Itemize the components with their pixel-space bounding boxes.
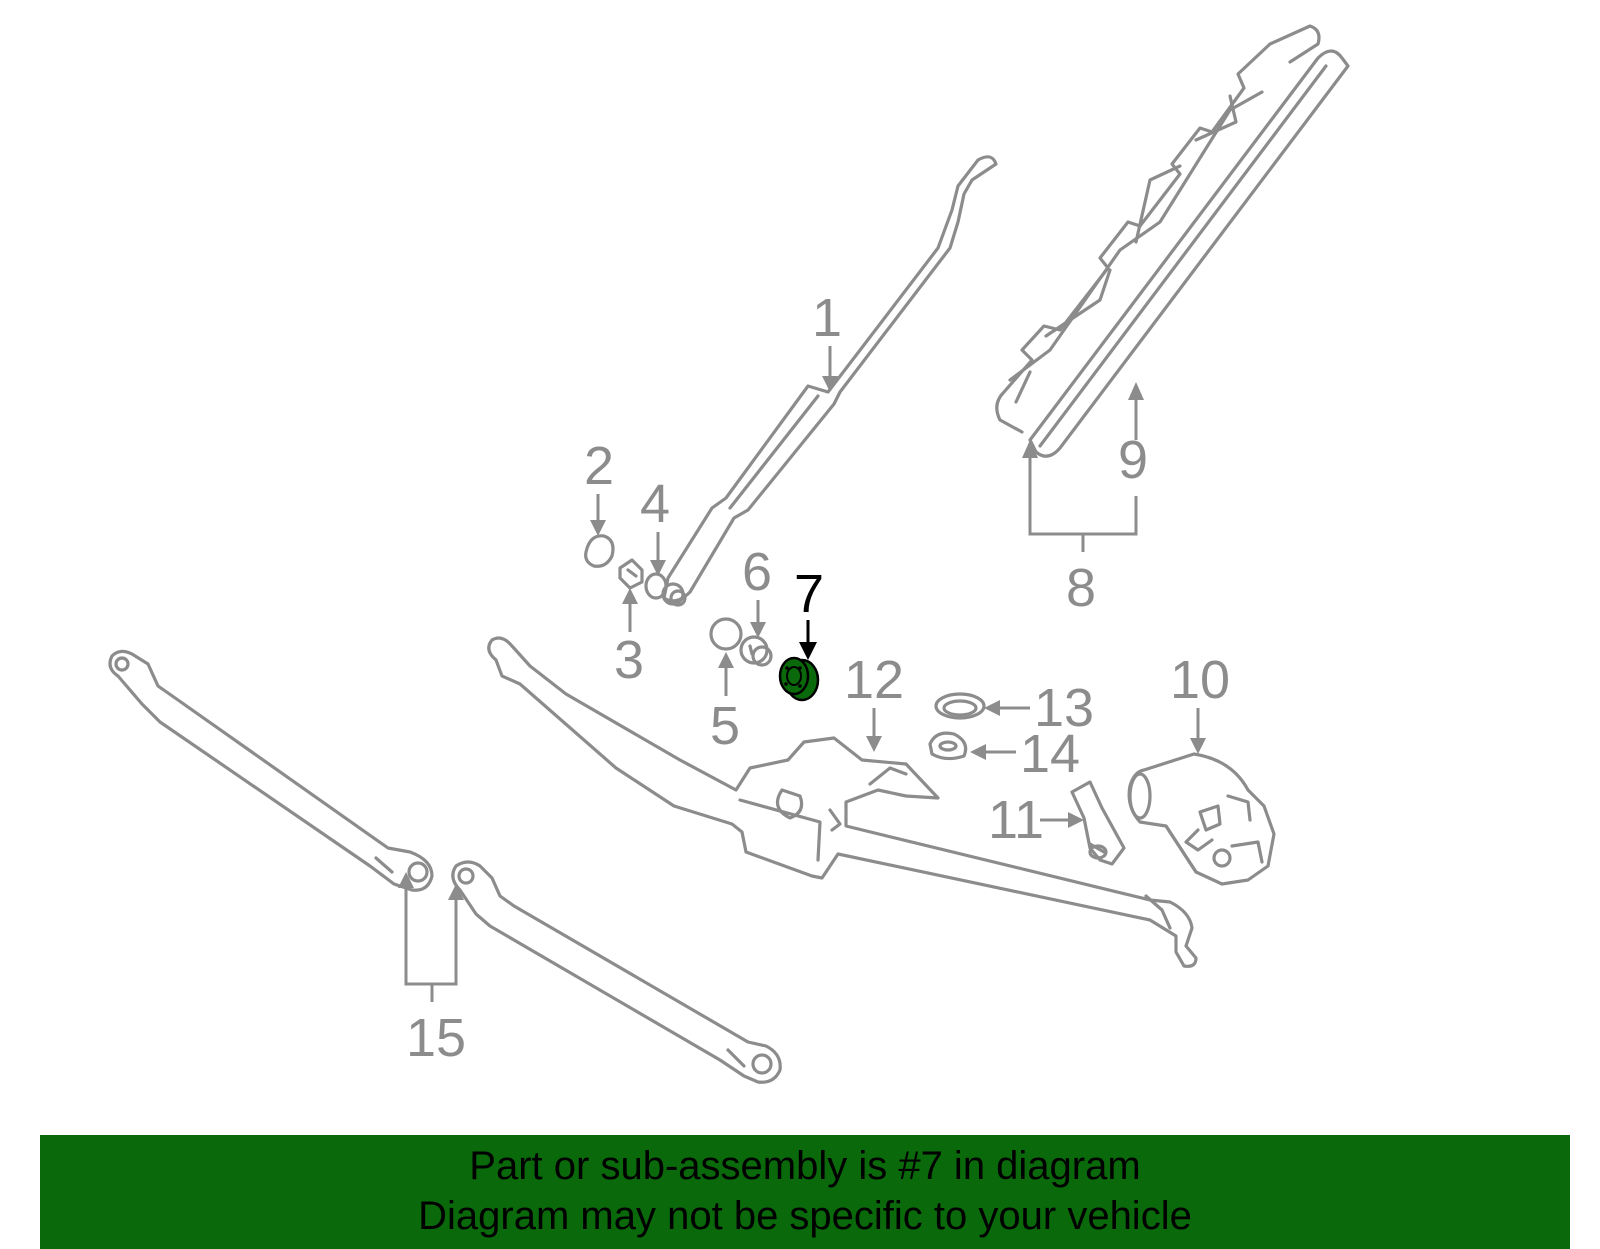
callout-6[interactable]: 6	[742, 542, 772, 602]
pivot-nut[interactable]	[739, 635, 773, 667]
callout-1[interactable]: 1	[812, 288, 842, 348]
callout-3[interactable]: 3	[614, 630, 644, 690]
callout-15[interactable]: 15	[406, 1008, 466, 1068]
callout-14[interactable]: 14	[1020, 724, 1080, 784]
info-banner: Part or sub-assembly is #7 in diagram Di…	[40, 1135, 1570, 1249]
nut[interactable]	[618, 558, 644, 590]
highlighted-part-7-grommet[interactable]	[778, 656, 820, 702]
wiper-blade-assembly[interactable]	[995, 24, 1350, 458]
wiper-linkage-frame[interactable]	[487, 636, 1198, 968]
motor-bracket[interactable]	[1070, 780, 1126, 866]
callout-5[interactable]: 5	[710, 696, 740, 756]
banner-line-part: Part or sub-assembly is #7 in diagram	[469, 1144, 1141, 1188]
callout-12[interactable]: 12	[844, 650, 904, 710]
callout-7[interactable]: 7	[794, 564, 824, 624]
washer-13[interactable]	[934, 692, 986, 720]
callout-10[interactable]: 10	[1170, 650, 1230, 710]
callout-9[interactable]: 9	[1118, 430, 1148, 490]
banner-line-disclaimer: Diagram may not be specific to your vehi…	[418, 1194, 1192, 1238]
linkage-rod-lower[interactable]	[451, 860, 782, 1084]
wiper-motor[interactable]	[1127, 752, 1276, 886]
washer-14[interactable]	[928, 731, 968, 761]
washer[interactable]	[644, 572, 668, 600]
linkage-rod-upper[interactable]	[108, 649, 434, 892]
callout-4[interactable]: 4	[640, 474, 670, 534]
pivot-cap[interactable]	[709, 617, 743, 651]
callout-8[interactable]: 8	[1066, 558, 1096, 618]
callout-11[interactable]: 11	[988, 790, 1044, 850]
nut-cap[interactable]	[584, 534, 615, 568]
callout-2[interactable]: 2	[584, 436, 614, 496]
callout-13[interactable]: 13	[1034, 678, 1094, 738]
